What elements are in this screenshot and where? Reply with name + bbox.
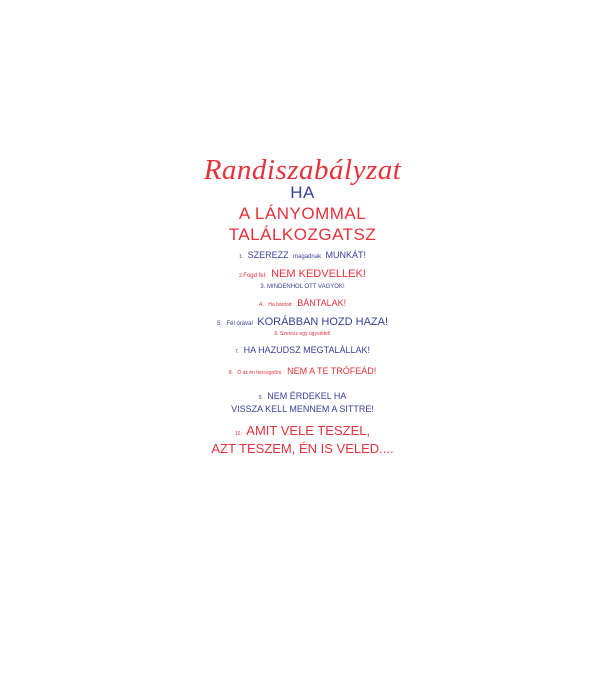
rule-text: Ő az én hercegnőm,	[237, 370, 283, 376]
rule-text: NEM ÉRDEKEL HA	[267, 391, 347, 401]
rule-10-continued: AZT TESZEM, ÉN IS VELED....	[211, 441, 394, 456]
rule-8: 8. Ő az én hercegnőm, NEM A TE TRÓFEÁD!	[0, 362, 605, 378]
rule-number: 4.	[258, 302, 264, 308]
rule-3: 3. MINDENHOL OTT VAGYOK!	[260, 284, 345, 290]
rule-text: Ha bántod:	[268, 302, 293, 308]
rule-number: 5.	[216, 321, 222, 327]
heading-line-3: TALÁLKOZGATSZ	[228, 225, 377, 244]
rule-1: 1. SZEREZZ magadnak MUNKÁT!	[0, 246, 605, 262]
rule-text: AMIT VELE TESZEL,	[246, 423, 371, 438]
rule-text: Fogd fel:	[243, 273, 267, 279]
rule-text: HA HAZUDSZ MEGTALÁLLAK!	[243, 345, 370, 355]
rule-text: SZEREZZ	[247, 250, 289, 260]
rule-number: 7.	[235, 349, 240, 355]
rule-text: NEM A TE TRÓFEÁD!	[287, 366, 377, 376]
rule-9: 9. NEM ÉRDEKEL HA	[0, 387, 605, 403]
rule-text: KORÁBBAN HOZD HAZA!	[257, 316, 389, 328]
rule-10: 10. AMIT VELE TESZEL,	[0, 423, 605, 439]
rule-6: 6. Szerezz egy ügyvédet!	[274, 331, 331, 337]
rule-text: magadnak	[293, 254, 322, 260]
poster-title: Randiszabályzat	[203, 154, 402, 186]
rule-number: 10.	[234, 431, 242, 437]
rule-number: 2.	[239, 273, 244, 279]
rule-text: NEM KEDVELLEK!	[271, 268, 366, 280]
rule-number: 8.	[228, 370, 233, 376]
rule-text: MUNKÁT!	[325, 250, 367, 260]
rule-2: 2.Fogd fel: NEM KEDVELLEK!	[0, 265, 605, 281]
heading-line-1: HA	[290, 183, 315, 202]
rule-7: 7. HA HAZUDSZ MEGTALÁLLAK!	[0, 341, 605, 357]
rule-9-continued: VISSZA KELL MENNEM A SITTRE!	[231, 404, 374, 414]
rule-number: 1.	[238, 254, 244, 260]
rule-5: 5. Fél órával KORÁBBAN HOZD HAZA!	[0, 313, 605, 329]
rule-number: 9.	[258, 395, 263, 401]
rule-text: Fél órával	[226, 321, 253, 327]
rule-text: BÁNTALAK!	[297, 298, 347, 308]
heading-line-2: A LÁNYOMMAL	[238, 204, 367, 223]
poster: Randiszabályzat HA A LÁNYOMMAL TALÁLKOZG…	[0, 154, 605, 456]
rule-4: 4. Ha bántod: BÁNTALAK!	[0, 294, 605, 310]
